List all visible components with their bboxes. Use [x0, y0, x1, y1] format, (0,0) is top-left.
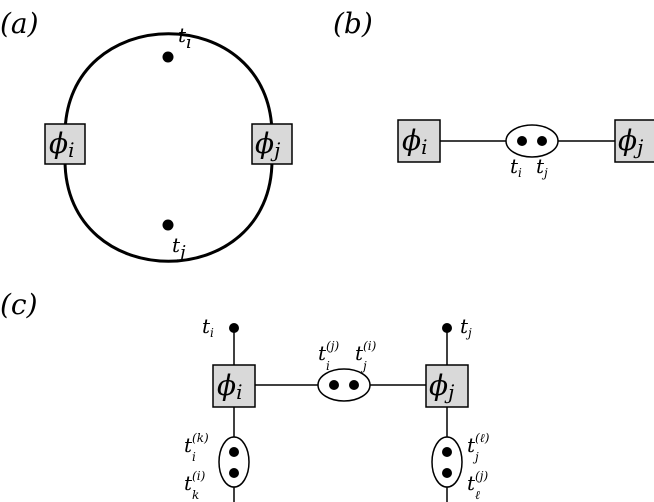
panel-c-top-left-node: [229, 323, 239, 333]
panel-b-var-j: tj: [536, 154, 548, 180]
panel-c-lower-left-node-bottom: [229, 468, 239, 478]
panel-c-middle-left-sub: i: [326, 359, 330, 373]
panel-c-lower-left-top-var: t(k): [184, 431, 209, 457]
panel-c-lower-right-bottom-sub: ℓ: [475, 488, 480, 502]
panel-a-factor-i: ϕi: [49, 127, 75, 162]
panel-c-lower-right-node-bottom: [442, 468, 452, 478]
panel-c-label: (c): [0, 288, 38, 321]
panel-b-factor-j-box: [614, 119, 654, 163]
panel-b-factor-i: ϕi: [402, 124, 428, 159]
panel-c-lower-right-bottom-var: t(j): [467, 469, 488, 495]
panel-c-lower-right-top-var: t(ℓ): [467, 431, 490, 457]
panel-c-factor-i: ϕi: [217, 369, 243, 404]
panel-a-top-var: ti: [178, 23, 192, 53]
panel-a-label: (a): [0, 7, 39, 40]
panel-a-lower-arc: [63, 159, 274, 263]
panel-a: (a) ϕi ϕj ti tj: [0, 7, 293, 263]
panel-b-node-j: [537, 136, 547, 146]
panel-c-middle-node-j: [349, 380, 359, 390]
panel-a-bottom-node: [162, 219, 174, 231]
panel-c-lower-left-node-top: [229, 447, 239, 457]
panel-b-factor-i-box: [397, 119, 441, 163]
panel-c-top-right-node: [442, 323, 452, 333]
panel-c-lower-left-merged-node: [218, 436, 250, 488]
panel-b-node-i: [517, 136, 527, 146]
panel-c-middle-left-var: t(j): [318, 339, 339, 365]
panel-a-bottom-var: tj: [172, 233, 186, 263]
panel-c-top-right-var: tj: [460, 314, 472, 340]
panel-c-lower-right-merged-node: [431, 436, 463, 488]
panel-c-lower-left-top-sub: i: [192, 450, 196, 464]
panel-c-middle-right-var: t(i): [355, 339, 377, 365]
panel-b: (b) ϕi ϕj ti tj: [333, 7, 654, 180]
panel-c-lower-right-top-sub: j: [472, 450, 479, 464]
panel-c-factor-j-box: [425, 364, 469, 408]
panel-a-top-node: [162, 51, 174, 63]
panel-c-middle-node-i: [329, 380, 339, 390]
panel-c-lower-left-bottom-sub: k: [192, 488, 199, 502]
panel-a-factor-i-box: [44, 123, 86, 165]
panel-a-factor-j-box: [251, 123, 293, 165]
panel-c: (c) ϕi ϕj ti tj t(j): [0, 288, 490, 502]
panel-c-lower-right-node-top: [442, 447, 452, 457]
panel-b-factor-j: ϕj: [618, 124, 643, 159]
panel-b-merged-node: [505, 124, 559, 158]
panel-b-label: (b): [333, 7, 373, 40]
panel-c-middle-merged-node: [317, 368, 371, 402]
panel-c-factor-j: ϕj: [429, 369, 454, 404]
panel-c-middle-right-sub: j: [360, 359, 367, 373]
panel-b-var-i: ti: [510, 154, 522, 180]
panel-c-lower-left-bottom-var: t(i): [184, 469, 206, 495]
panel-a-factor-j: ϕj: [255, 127, 280, 162]
panel-c-factor-i-box: [212, 364, 256, 408]
panel-c-top-left-var: ti: [202, 314, 214, 340]
panel-a-upper-arc: [63, 32, 274, 136]
